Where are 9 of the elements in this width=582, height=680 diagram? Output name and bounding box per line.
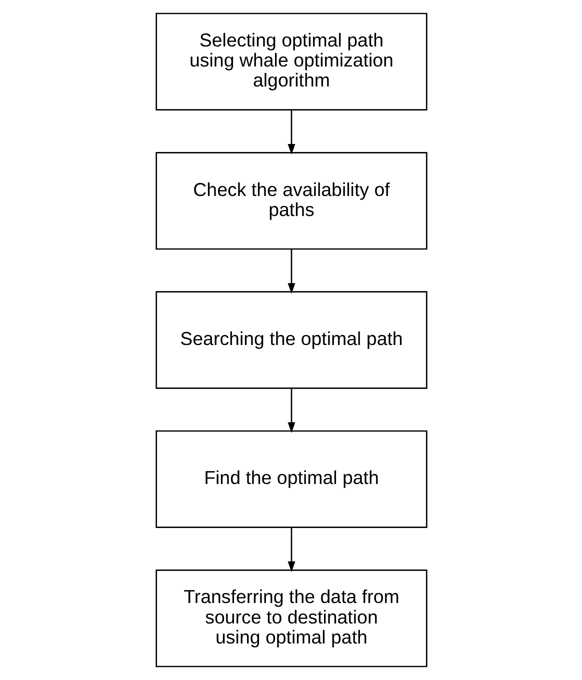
arrow — [287, 388, 295, 433]
node-box: Check the availability of paths — [155, 152, 427, 250]
node-box: Searching the optimal path — [155, 291, 427, 389]
node-box: Transferring the data from source to destination using optimal path — [155, 569, 427, 668]
arrow — [287, 527, 295, 572]
node-box: Selecting optimal path using whale optimization algorithm — [155, 12, 427, 111]
arrow — [287, 249, 295, 294]
arrow — [287, 110, 295, 155]
node-box: Find the optimal path — [155, 430, 427, 528]
